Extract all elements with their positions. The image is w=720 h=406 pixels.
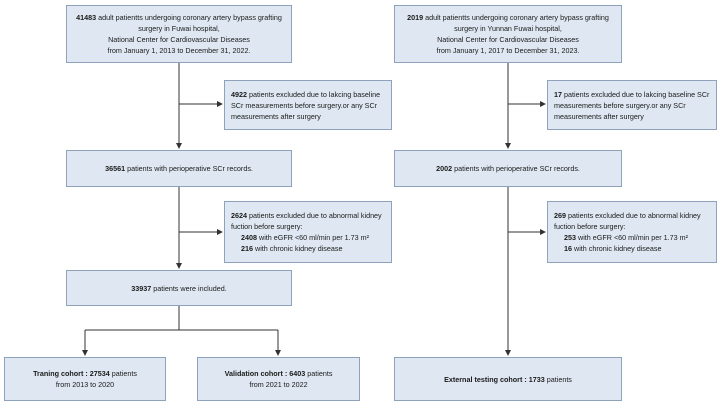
right-exclusion-box-2: 269 patients excluded due to abnormal ki… — [547, 201, 717, 263]
right-start-box: 2019 adult patientts undergoing coronary… — [394, 5, 622, 63]
left-included-box: 33937 patients were included. — [66, 270, 292, 306]
left-start-box: 41483 adult patientts undergoing coronar… — [66, 5, 292, 63]
right-periop-box: 2002 patients with perioperative SCr rec… — [394, 150, 622, 187]
left-exclusion-box-1: 4922 patients excluded due to lakcing ba… — [224, 80, 392, 130]
training-cohort-box: Traning cohort : 27534 patients from 201… — [4, 357, 166, 401]
right-exclusion-box-1: 17 patients excluded due to lakcing base… — [547, 80, 717, 130]
left-exclusion-box-2: 2624 patients excluded due to abnormal k… — [224, 201, 392, 263]
external-testing-cohort-box: External testing cohort : 1733 patients — [394, 357, 622, 401]
validation-cohort-box: Validation cohort : 6403 patients from 2… — [197, 357, 360, 401]
left-periop-box: 36561 patients with perioperative SCr re… — [66, 150, 292, 187]
